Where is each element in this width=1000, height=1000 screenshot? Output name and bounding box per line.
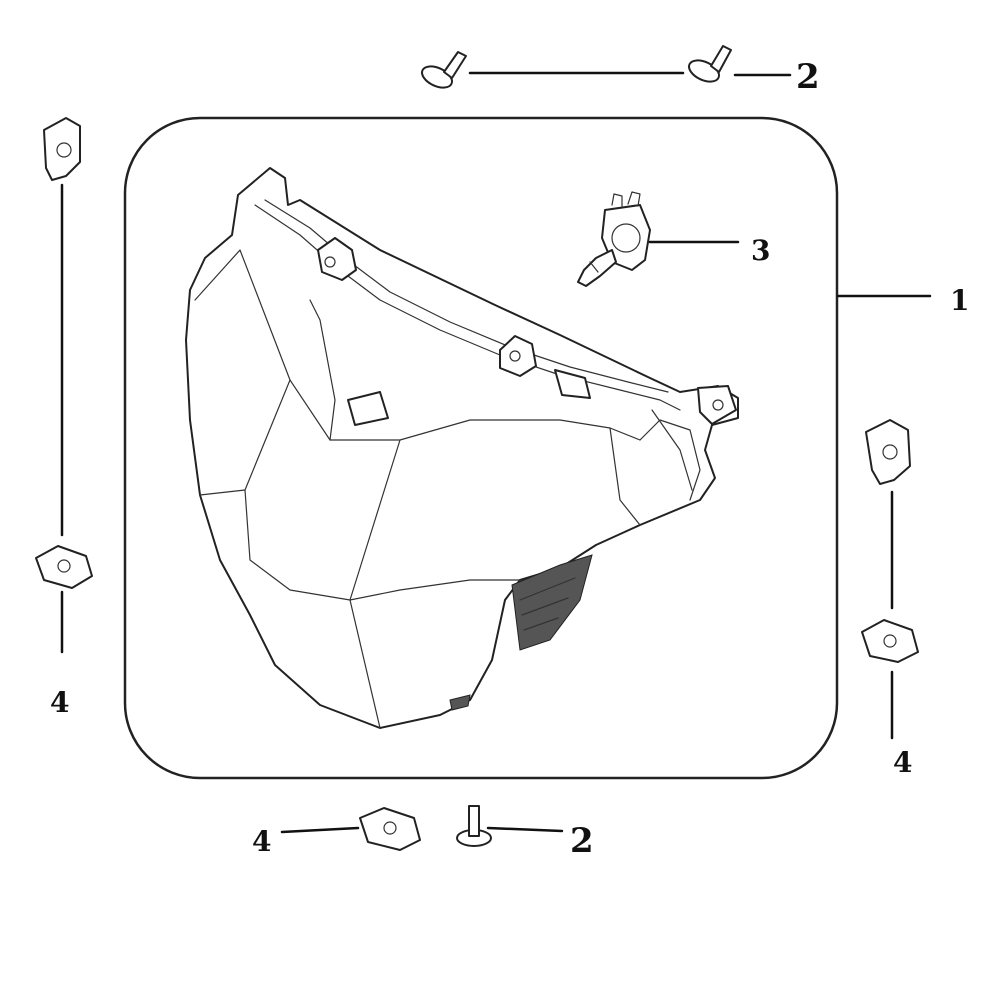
leader-line-bottom-clip: [280, 826, 360, 834]
callout-screw-top: 2: [796, 57, 820, 97]
assembly-frame: [123, 116, 839, 780]
callout-headlight-assembly: 1: [950, 284, 969, 317]
halogen-bulb-icon: [577, 191, 651, 287]
callout-clip-right: 4: [893, 746, 912, 779]
callout-screw-bottom: 2: [570, 821, 594, 861]
screw-icon: [688, 45, 732, 83]
screw-icon: [456, 805, 492, 847]
callout-clip-left: 4: [50, 686, 69, 719]
leader-line-bottom-screw: [486, 826, 564, 833]
callout-bulb: 3: [751, 234, 770, 267]
screw-icon: [421, 51, 467, 89]
callout-clip-bottom: 4: [252, 825, 271, 858]
headlight-housing-icon: [185, 167, 739, 729]
clip-nut-icon: [359, 807, 421, 851]
clip-nut-icon: [865, 419, 911, 485]
clip-nut-icon: [43, 117, 81, 181]
clip-nut-icon: [35, 545, 93, 589]
clip-nut-icon: [861, 619, 919, 663]
